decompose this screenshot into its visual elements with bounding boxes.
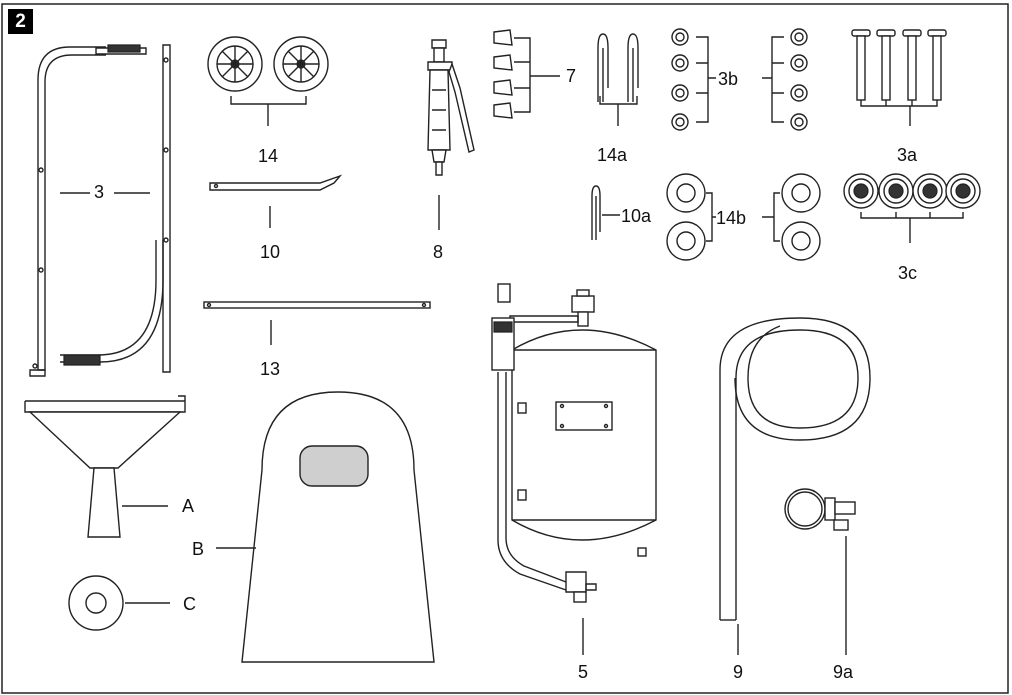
part-10-bracket [209,174,343,228]
label-part-7: 7 [566,66,577,86]
label-part-14b: 14b [716,208,747,228]
label-part-9: 9 [733,662,744,682]
label-part-14a: 14a [597,145,628,165]
part-14a-cotter-pins [597,33,639,126]
part-3-handle-frame [29,44,171,377]
part-5-tank [491,283,657,655]
label-part-14: 14 [258,146,279,166]
part-a-funnel [24,395,186,538]
part-3c-nuts [843,173,981,243]
part-b-hood [216,391,435,663]
figure-number: 2 [8,9,33,34]
label-part-8: 8 [433,242,444,262]
figure-border [1,3,1009,694]
label-part-13: 13 [260,359,281,379]
part-3b-washers [671,28,808,131]
label-part-5: 5 [578,662,589,682]
part-10a-cotter-pin [591,185,620,240]
label-part-a: A [182,496,195,516]
label-part-10a: 10a [621,206,652,226]
label-part-b: B [192,539,205,559]
label-part-3b: 3b [718,69,739,89]
part-14b-flat-washers [666,173,821,261]
part-7-nozzles [493,29,560,119]
label-part-3c: 3c [898,263,918,283]
part-c-washer [68,575,170,631]
label-part-3a: 3a [897,145,918,165]
label-part-3: 3 [94,182,105,202]
label-part-9a: 9a [833,662,854,682]
part-9a-hose-clamp [784,488,856,655]
part-13-axle [203,301,431,345]
part-14-wheels [207,36,329,126]
label-part-c: C [183,594,196,614]
part-8-spray-gun [427,39,475,230]
part-9-hose [719,317,871,655]
label-part-10: 10 [260,242,281,262]
part-3a-bolts [851,29,947,126]
